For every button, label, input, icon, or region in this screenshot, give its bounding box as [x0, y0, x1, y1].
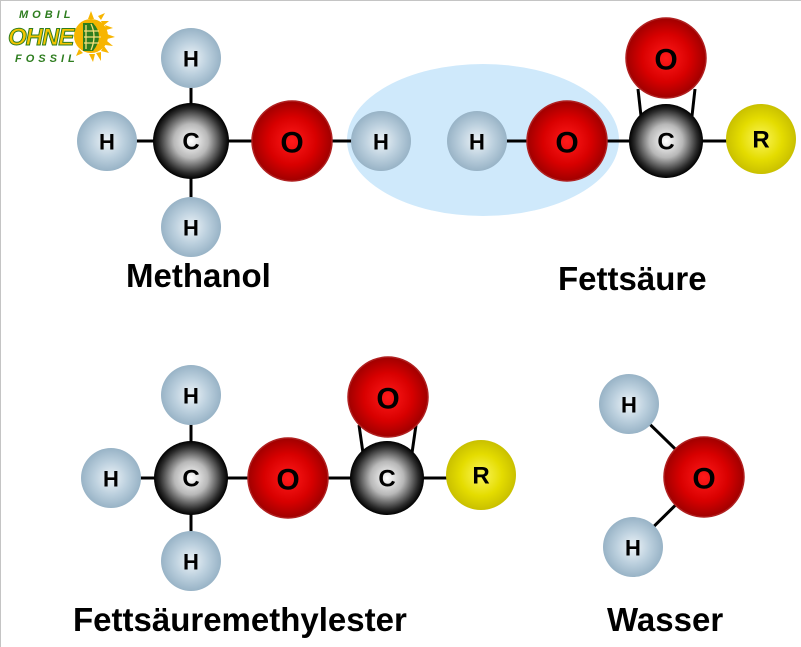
atom-label: H: [183, 550, 199, 575]
oxygen-atom: [663, 436, 745, 518]
atom-label: H: [373, 130, 389, 155]
double-bond: [690, 88, 697, 117]
hydrogen-atom: [161, 28, 221, 88]
fatty-acid-methyl-ester-molecule: H H C O C O R H Fettsäuremethylester: [73, 356, 516, 638]
oxygen-atom: [251, 100, 333, 182]
atom-label: H: [469, 130, 485, 155]
atom-label: O: [654, 44, 677, 77]
r-group-atom: [726, 104, 796, 174]
hydrogen-atom: [599, 374, 659, 434]
carbon-atom: [350, 441, 424, 515]
logo-text-bottom: FOSSIL: [15, 53, 79, 65]
molecule-label-ester: Fettsäuremethylester: [73, 601, 407, 638]
atom-label: C: [378, 466, 395, 493]
double-bond: [636, 88, 643, 117]
sun-icon: [74, 11, 115, 62]
methanol-molecule: H H C O H H Methanol: [77, 28, 411, 294]
fatty-acid-molecule: H O C O R Fettsäure: [447, 17, 796, 297]
atom-label: H: [183, 216, 199, 241]
hydrogen-atom: [161, 365, 221, 425]
atom-label: C: [182, 129, 199, 156]
logo-text-middle: OHNE: [8, 24, 75, 51]
double-bond: [357, 424, 365, 454]
atom-label: O: [555, 127, 578, 160]
atom-label: R: [472, 463, 489, 490]
molecule-label-fatty-acid: Fettsäure: [558, 260, 707, 297]
oxygen-atom: [347, 356, 429, 438]
carbon-atom: [154, 441, 228, 515]
atom-label: O: [692, 463, 715, 496]
logo-text-top: MOBIL: [19, 9, 74, 21]
hydrogen-atom: [161, 197, 221, 257]
molecule-label-methanol: Methanol: [126, 257, 271, 294]
hydrogen-atom: [161, 531, 221, 591]
atom-label: O: [376, 383, 399, 416]
carbon-atom: [153, 103, 229, 179]
r-group-atom: [446, 440, 516, 510]
hydrogen-atom: [351, 111, 411, 171]
carbon-atom: [629, 104, 703, 178]
oxygen-atom: [625, 17, 707, 99]
atom-label: H: [621, 393, 637, 418]
hydrogen-atom: [603, 517, 663, 577]
water-molecule: H O H Wasser: [599, 374, 745, 638]
atom-label: R: [752, 127, 769, 154]
atom-label: H: [183, 47, 199, 72]
atom-label: H: [625, 536, 641, 561]
atom-label: O: [276, 464, 299, 497]
atom-label: C: [657, 129, 674, 156]
atom-label: H: [183, 384, 199, 409]
oxygen-atom: [247, 437, 329, 519]
double-bond: [410, 424, 418, 454]
hydrogen-atom: [77, 111, 137, 171]
atom-label: H: [99, 130, 115, 155]
atom-label: O: [280, 127, 303, 160]
hydrogen-atom: [81, 448, 141, 508]
atom-label: C: [182, 466, 199, 493]
hydrogen-atom: [447, 111, 507, 171]
atom-label: H: [103, 467, 119, 492]
molecule-label-water: Wasser: [607, 601, 723, 638]
oxygen-atom: [526, 100, 608, 182]
mobil-ohne-fossil-logo: MOBIL OHNE FOSSIL: [8, 9, 115, 65]
